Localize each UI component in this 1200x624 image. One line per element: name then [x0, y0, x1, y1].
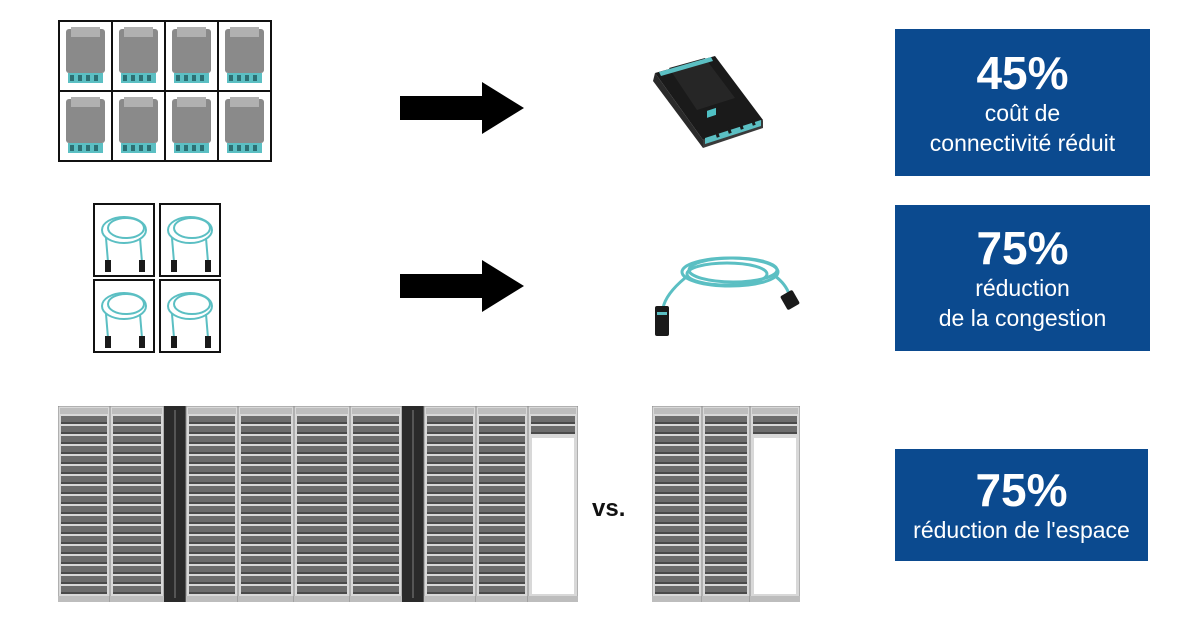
stat-label-line1: réduction de l'espace — [913, 517, 1130, 543]
stat-label-line1: coût de — [984, 99, 1061, 126]
cassette-grid-icon — [58, 20, 272, 162]
stat-value: 75% — [976, 222, 1069, 274]
stat-value: 75% — [975, 464, 1068, 516]
stat-label-line2: de la congestion — [938, 305, 1107, 331]
arrow-right-icon — [400, 260, 524, 312]
stat-label-line1: réduction — [975, 275, 1070, 301]
stat-label-line2: connectivité réduit — [929, 129, 1116, 156]
stat-box-space: 75% réduction de l'espace — [895, 449, 1148, 561]
stat-box-connectivity-cost: 45% coût de connectivité réduit — [895, 29, 1150, 176]
arrow-right-icon — [400, 82, 524, 134]
stat-box-congestion: 75% réduction de la congestion — [895, 205, 1150, 351]
small-rack-row-icon — [652, 406, 800, 602]
mpo-trunk-cable-icon — [655, 256, 800, 336]
vs-separator: vs. — [592, 495, 626, 522]
high-density-cassette-icon — [653, 56, 763, 148]
large-rack-row-icon — [58, 406, 578, 602]
stat-value: 45% — [976, 46, 1069, 99]
cable-grid-icon — [93, 203, 221, 353]
